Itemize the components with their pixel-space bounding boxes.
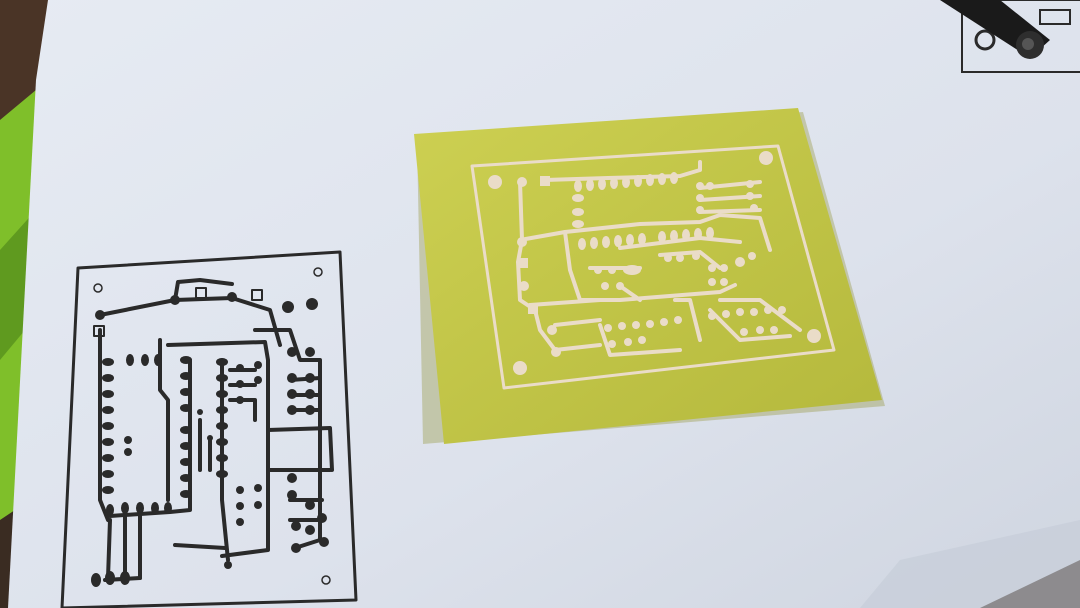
corner-printout <box>961 0 1080 73</box>
paper-shadow <box>860 520 1080 608</box>
marker-pen <box>940 0 1050 59</box>
copper-pads <box>488 151 821 375</box>
fr4-substrate <box>414 108 882 444</box>
pcb-board <box>414 108 885 444</box>
printed-layout <box>60 250 358 608</box>
